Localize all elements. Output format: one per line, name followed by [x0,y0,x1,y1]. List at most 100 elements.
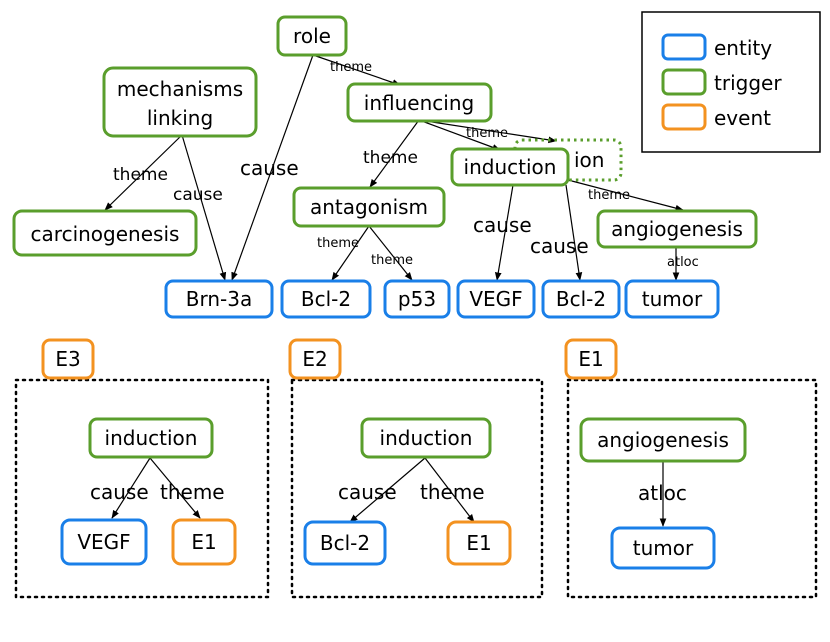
event-e3-entity-vegf [60,518,148,566]
event-e2-trigger-label: induction [380,426,473,450]
edge-label-theme: theme [113,165,168,185]
legend-trigger-swatch [661,68,707,96]
event-e2-theme-label: theme [420,480,485,504]
trigger-node-angiogenesis-label: angiogenesis [611,217,743,241]
entity-node-bcl2 [541,279,621,319]
edge-antagonism-bcl2 [331,225,370,281]
trigger-node-antagonism-label: antagonism [310,195,428,219]
event-e2-trigger-induction [360,417,492,459]
graph-edge-labels: theme cause theme cause theme theme them… [113,60,699,270]
edge-mechanisms-carcinogenesis [104,134,183,211]
event-frame [566,378,818,599]
atloc-label-bg [596,496,636,518]
edge-label-theme: theme [588,188,630,203]
edge-label-atloc: atloc [667,255,699,270]
event-e3-cause-label: cause [90,480,149,504]
edge-influencing-antagonism [369,119,420,188]
entity-node-vegf-label: VEGF [469,287,522,311]
event-e3-trigger-induction [88,417,214,459]
event-e1-atloc-label: atloc [638,481,687,505]
trigger-node-carcinogenesis-label: carcinogenesis [31,222,180,246]
event-tag-e2 [288,338,342,380]
entity-node-p53 [383,279,451,319]
edge-role-influencing [312,54,401,86]
edge-label-cause: cause [530,234,589,258]
event-e3-entity-label: VEGF [77,530,130,554]
event-tag-e3-label: E3 [55,347,80,371]
edge-induction-bcl2 [565,184,583,281]
edge-e2-cause [349,457,426,523]
event-panel-e1: E1 angiogenesis atloc tumor [564,338,818,599]
edge-antagonism-p53 [368,225,413,281]
edge-mechanisms-brn3a [181,134,227,281]
edge-influencing-induction-ghost [418,119,557,144]
trigger-node-angiogenesis [596,209,758,249]
edge-label-theme: theme [466,126,508,141]
trigger-node-induction-label: induction [464,155,557,179]
edge-label-cause: cause [173,185,223,205]
edge-induction-angiogenesis [567,179,684,212]
trigger-node-linking-label: linking [147,106,213,130]
trigger-node-induction-ghost-label: ion [574,148,604,172]
event-e1-entity-tumor [610,526,716,570]
event-e2-entity-bcl2 [303,520,387,566]
trigger-node-influencing [346,82,493,123]
event-frame [14,378,270,599]
trigger-node-induction [450,147,570,187]
graph-edges [104,54,684,281]
legend-event-swatch [661,103,707,131]
entity-node-tumor [624,279,720,319]
event-panel-e3: E3 induction cause theme VEGF E1 [14,338,270,599]
entity-node-bcl2 [280,279,372,319]
entity-node-p53-label: p53 [398,287,436,311]
event-tag-e2-label: E2 [302,347,327,371]
entity-node-bcl2-label: Bcl-2 [301,287,351,311]
event-e2-arg-e1 [446,520,512,566]
event-e1-trigger-label: angiogenesis [597,428,729,452]
event-e2-arg-label: E1 [466,531,491,555]
event-e2-entity-label: Bcl-2 [320,531,370,555]
event-e2-cause-label: cause [338,480,397,504]
legend-trigger-label: trigger [714,71,782,95]
trigger-node-antagonism [292,186,446,228]
entity-node-brn3a [164,279,274,319]
event-e3-theme-label: theme [160,480,225,504]
event-e3-arg-e1 [171,518,237,566]
entity-node-bcl2-label: Bcl-2 [556,287,606,311]
event-e3-trigger-label: induction [105,426,198,450]
edge-label-cause: cause [240,156,299,180]
trigger-node-mechanisms-label: mechanisms [117,77,243,101]
legend-entity-label: entity [714,36,772,60]
edge-e3-theme [149,457,201,519]
event-e3-arg-label: E1 [191,530,216,554]
edge-label-theme: theme [363,148,418,168]
edge-influencing-induction [418,119,501,151]
edge-label-theme: theme [317,236,359,251]
event-tag-e1-label: E1 [578,347,603,371]
legend-entity-swatch [661,33,707,61]
trigger-node-role [276,15,348,57]
entity-node-tumor-label: tumor [642,287,703,311]
edge-e3-cause [111,457,151,519]
edge-label-theme: theme [371,253,413,268]
edge-label-cause: cause [473,213,532,237]
legend-event-label: event [714,106,771,130]
event-frame [290,378,544,599]
event-tag-e3 [41,338,95,380]
trigger-node-carcinogenesis [12,209,198,257]
event-e1-trigger-angiogenesis [579,417,747,463]
edge-induction-vegf [494,184,514,281]
trigger-node-influencing-label: influencing [364,91,474,115]
entity-node-vegf [456,279,536,319]
event-e1-entity-label: tumor [633,536,694,560]
edge-label-theme: theme [330,60,372,75]
legend: entity trigger event [641,11,821,153]
edge-role-brn3a [231,54,314,281]
event-panel-e2: E2 induction cause theme Bcl-2 E1 [288,338,544,599]
trigger-node-role-label: role [293,24,331,48]
edge-e2-theme [424,457,475,523]
event-tag-e1 [564,338,618,380]
entity-node-brn3a-label: Brn-3a [186,287,252,311]
trigger-node-mechanisms-linking [102,66,258,138]
